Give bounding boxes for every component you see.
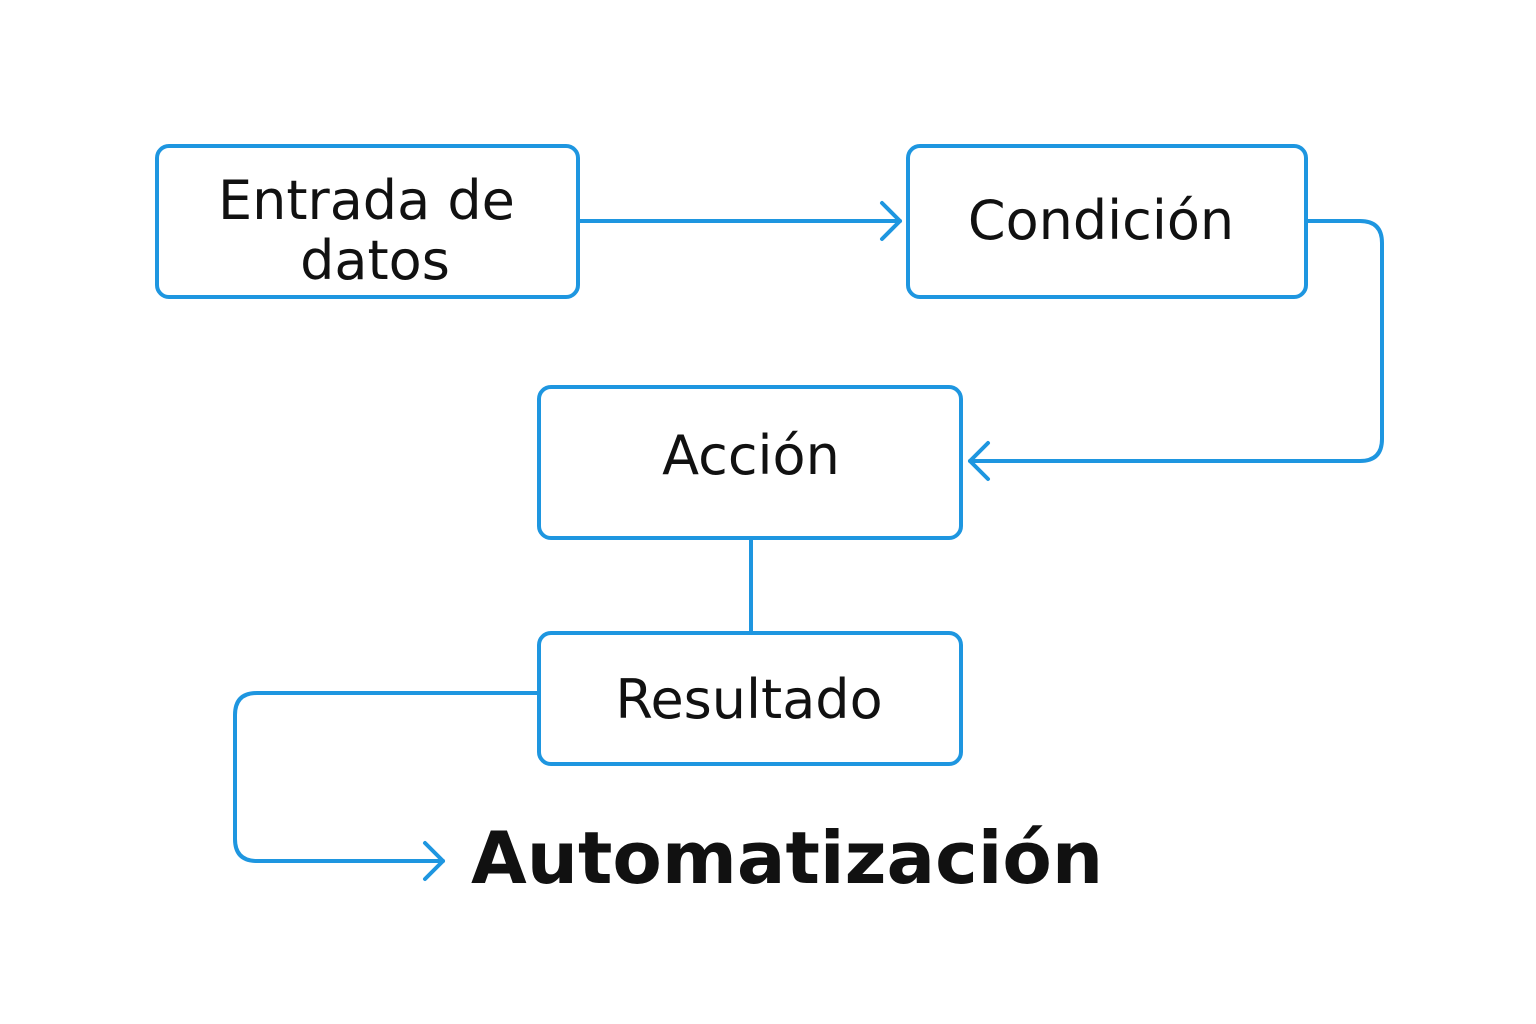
node-condicion: Condición	[906, 144, 1308, 299]
automatizacion-label: Automatización	[471, 816, 1103, 900]
node-entrada-label-line1: Entrada de	[218, 169, 515, 232]
connector-condicion-to-accion	[968, 219, 1384, 463]
arrowhead-condicion	[880, 201, 902, 241]
node-accion-box	[537, 385, 963, 540]
node-condicion-box	[906, 144, 1308, 299]
arrowhead-automatizacion	[423, 841, 445, 881]
node-entrada-de-datos: Entrada de datos	[155, 144, 580, 299]
node-entrada-label-line2: datos	[300, 229, 450, 292]
arrowhead-accion	[968, 441, 990, 481]
node-entrada-label: Entrada de datos	[218, 169, 532, 292]
node-resultado: Resultado	[537, 631, 963, 766]
node-condicion-label: Condición	[968, 189, 1234, 252]
node-accion-label: Acción	[662, 424, 840, 487]
node-entrada-box	[155, 144, 580, 299]
node-resultado-label: Resultado	[615, 668, 882, 731]
node-resultado-box	[537, 631, 963, 766]
connector-resultado-to-automatizacion	[233, 691, 541, 863]
node-accion: Acción	[537, 385, 963, 540]
